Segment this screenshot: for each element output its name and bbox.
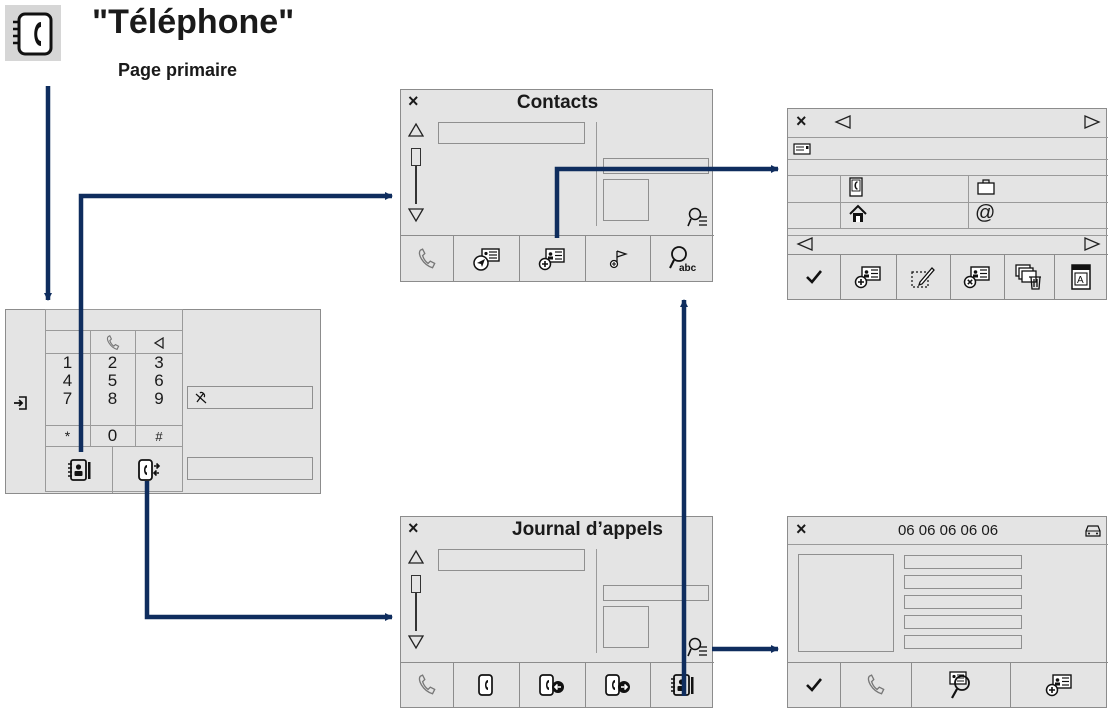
close-icon[interactable]: × <box>408 518 419 538</box>
previous-field-icon[interactable] <box>796 236 814 252</box>
note-icon <box>793 143 811 155</box>
call-log-screen: × Journal d’appels <box>400 516 714 708</box>
key-hash[interactable]: # <box>155 428 163 444</box>
svg-text:abc: abc <box>679 263 697 274</box>
key-8[interactable]: 8 <box>107 389 118 408</box>
search-abc-icon[interactable]: abc <box>650 236 714 281</box>
briefcase-icon <box>976 179 996 195</box>
detail-field-2 <box>904 575 1022 589</box>
handset-icon[interactable] <box>401 663 453 707</box>
close-icon[interactable]: × <box>796 519 807 539</box>
detail-field-5 <box>904 635 1022 649</box>
call-list-field <box>438 549 585 571</box>
missed-call-icon[interactable] <box>519 663 585 707</box>
login-arrow-icon[interactable] <box>8 392 32 414</box>
contact-add-icon[interactable] <box>840 255 896 299</box>
detail-field-1 <box>904 555 1022 569</box>
key-5[interactable]: 5 <box>107 371 118 390</box>
scrollbar-thumb[interactable] <box>411 148 421 166</box>
backspace-triangle-icon[interactable] <box>135 332 183 353</box>
close-icon[interactable]: × <box>408 91 419 111</box>
contact-ringtone-icon[interactable] <box>585 236 650 281</box>
phone-number: 06 06 06 06 06 <box>897 522 999 539</box>
search-filter-icon[interactable] <box>687 636 709 658</box>
contacts-title: Contacts <box>516 92 599 113</box>
number-field[interactable] <box>187 457 313 480</box>
confirm-icon[interactable] <box>788 663 840 707</box>
key-6[interactable]: 6 <box>154 371 164 390</box>
call-detail-screen: × 06 06 06 06 06 <box>787 516 1108 708</box>
search-filter-icon[interactable] <box>687 206 709 228</box>
handset-icon[interactable] <box>401 236 453 281</box>
page-title: "Téléphone" <box>92 3 295 41</box>
scroll-up-icon[interactable] <box>408 122 424 138</box>
confirm-icon[interactable] <box>788 255 840 299</box>
contact-detail-screen: × @ <box>787 108 1108 300</box>
phone-app-icon <box>5 5 61 61</box>
contact-navigate-icon[interactable] <box>453 236 519 281</box>
caller-photo <box>603 606 649 648</box>
home-icon <box>848 204 868 224</box>
edit-icon[interactable] <box>896 255 950 299</box>
call-info-field <box>603 585 709 601</box>
call-log-title: Journal d’appels <box>512 519 663 540</box>
call-log-icon[interactable] <box>112 447 183 492</box>
scrollbar-thumb[interactable] <box>411 575 421 593</box>
page-subtitle: Page primaire <box>118 60 238 80</box>
contacts-screen: × Contacts <box>400 89 714 282</box>
delete-all-icon[interactable] <box>1004 255 1054 299</box>
text-card-icon[interactable]: A <box>1054 255 1108 299</box>
contact-photo <box>603 179 649 221</box>
detail-field-3 <box>904 595 1022 609</box>
dialpad-screen: 1 2 3 4 5 6 7 8 9 * 0 # <box>5 309 321 494</box>
key-4[interactable]: 4 <box>62 371 73 390</box>
email-icon: @ <box>975 202 996 224</box>
contacts-book-icon[interactable] <box>45 447 112 492</box>
key-9[interactable]: 9 <box>154 389 164 408</box>
mobile-phone-icon <box>848 177 864 197</box>
handset-icon[interactable] <box>840 663 911 707</box>
key-1[interactable]: 1 <box>62 353 73 372</box>
scroll-up-icon[interactable] <box>408 549 424 565</box>
contact-info-field <box>603 158 709 174</box>
outgoing-call-icon[interactable] <box>585 663 650 707</box>
phone-icon[interactable] <box>453 663 519 707</box>
arrow-dialpad-to-call-log <box>144 481 393 621</box>
contact-list-field <box>438 122 585 144</box>
key-7[interactable]: 7 <box>62 389 73 408</box>
previous-contact-icon[interactable] <box>834 114 852 130</box>
car-icon <box>1084 524 1102 538</box>
key-0[interactable]: 0 <box>107 426 118 445</box>
key-3[interactable]: 3 <box>154 353 164 372</box>
key-star[interactable]: * <box>64 428 71 444</box>
contact-add-icon[interactable] <box>1010 663 1108 707</box>
contact-delete-icon[interactable] <box>950 255 1004 299</box>
caller-photo <box>798 554 894 652</box>
scroll-down-icon[interactable] <box>408 207 424 223</box>
detail-field-4 <box>904 615 1022 629</box>
next-contact-icon[interactable] <box>1083 114 1101 130</box>
contacts-book-icon[interactable] <box>650 663 714 707</box>
close-icon[interactable]: × <box>796 111 807 131</box>
key-2[interactable]: 2 <box>107 353 118 372</box>
next-field-icon[interactable] <box>1083 236 1101 252</box>
contact-add-icon[interactable] <box>519 236 585 281</box>
mute-mic-icon[interactable] <box>192 389 210 407</box>
scroll-down-icon[interactable] <box>408 634 424 650</box>
search-contact-icon[interactable] <box>911 663 1010 707</box>
handset-icon[interactable] <box>90 332 135 353</box>
svg-text:A: A <box>1077 275 1084 286</box>
